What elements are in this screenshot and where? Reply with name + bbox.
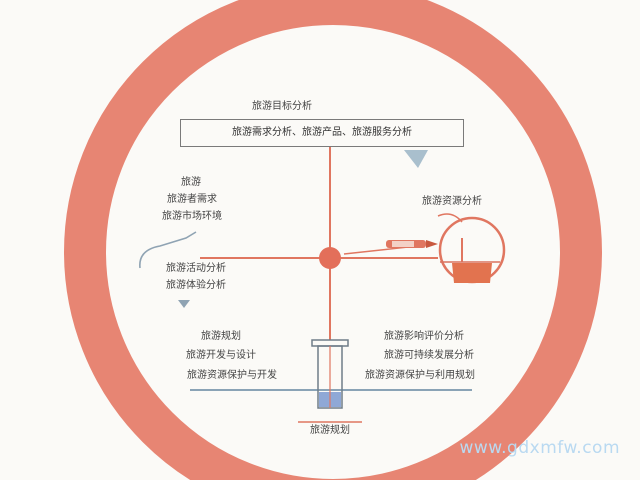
diagram-title: 旅游目标分析 — [252, 101, 312, 112]
left-lower-label-2: 旅游开发与设计 — [186, 350, 256, 361]
left-middle-label-2: 旅游体验分析 — [166, 280, 226, 291]
left-upper-label-2: 旅游者需求 — [167, 194, 217, 205]
outer-ring — [64, 0, 602, 480]
right-upper-label: 旅游资源分析 — [422, 196, 482, 207]
left-lower-label-1: 旅游规划 — [201, 331, 241, 342]
right-lower-label-2: 旅游可持续发展分析 — [384, 350, 474, 361]
left-arrow — [178, 300, 190, 308]
pan-icon — [437, 213, 506, 284]
left-upper-label-1: 旅游 — [181, 177, 201, 188]
left-middle-label-1: 旅游活动分析 — [166, 263, 226, 274]
top-box: 旅游需求分析、旅游产品、旅游服务分析 — [180, 119, 464, 147]
pencil-icon — [386, 240, 438, 248]
top-box-label: 旅游需求分析、旅游产品、旅游服务分析 — [232, 127, 412, 138]
horizontal-axis-right — [343, 246, 409, 255]
beaker-icon — [311, 339, 349, 409]
right-lower-label-3: 旅游资源保护与利用规划 — [365, 370, 475, 381]
right-lower-label-1: 旅游影响评价分析 — [384, 331, 464, 342]
bottom-label: 旅游规划 — [310, 425, 350, 436]
pointer-triangle — [404, 150, 428, 168]
watermark: www.gdxmfw.com — [459, 438, 620, 458]
center-node — [319, 247, 341, 269]
left-lower-label-3: 旅游资源保护与开发 — [187, 370, 277, 381]
left-upper-label-3: 旅游市场环境 — [162, 211, 222, 222]
left-connector — [139, 231, 197, 269]
